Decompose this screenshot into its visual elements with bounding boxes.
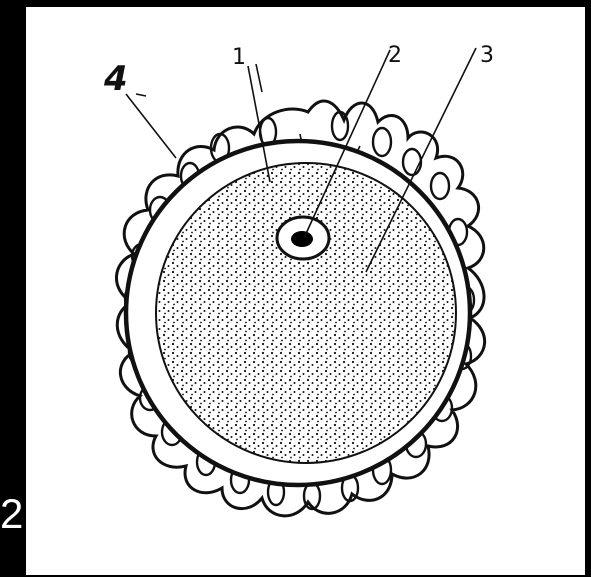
side-number: 2 (0, 493, 23, 535)
label-3: 3 (480, 43, 494, 68)
cytoplasm-granules (156, 163, 456, 463)
nucleolus (291, 231, 313, 247)
label-1: 1 (232, 45, 246, 70)
label-4: 4 (103, 59, 128, 99)
label-2: 2 (388, 43, 402, 68)
